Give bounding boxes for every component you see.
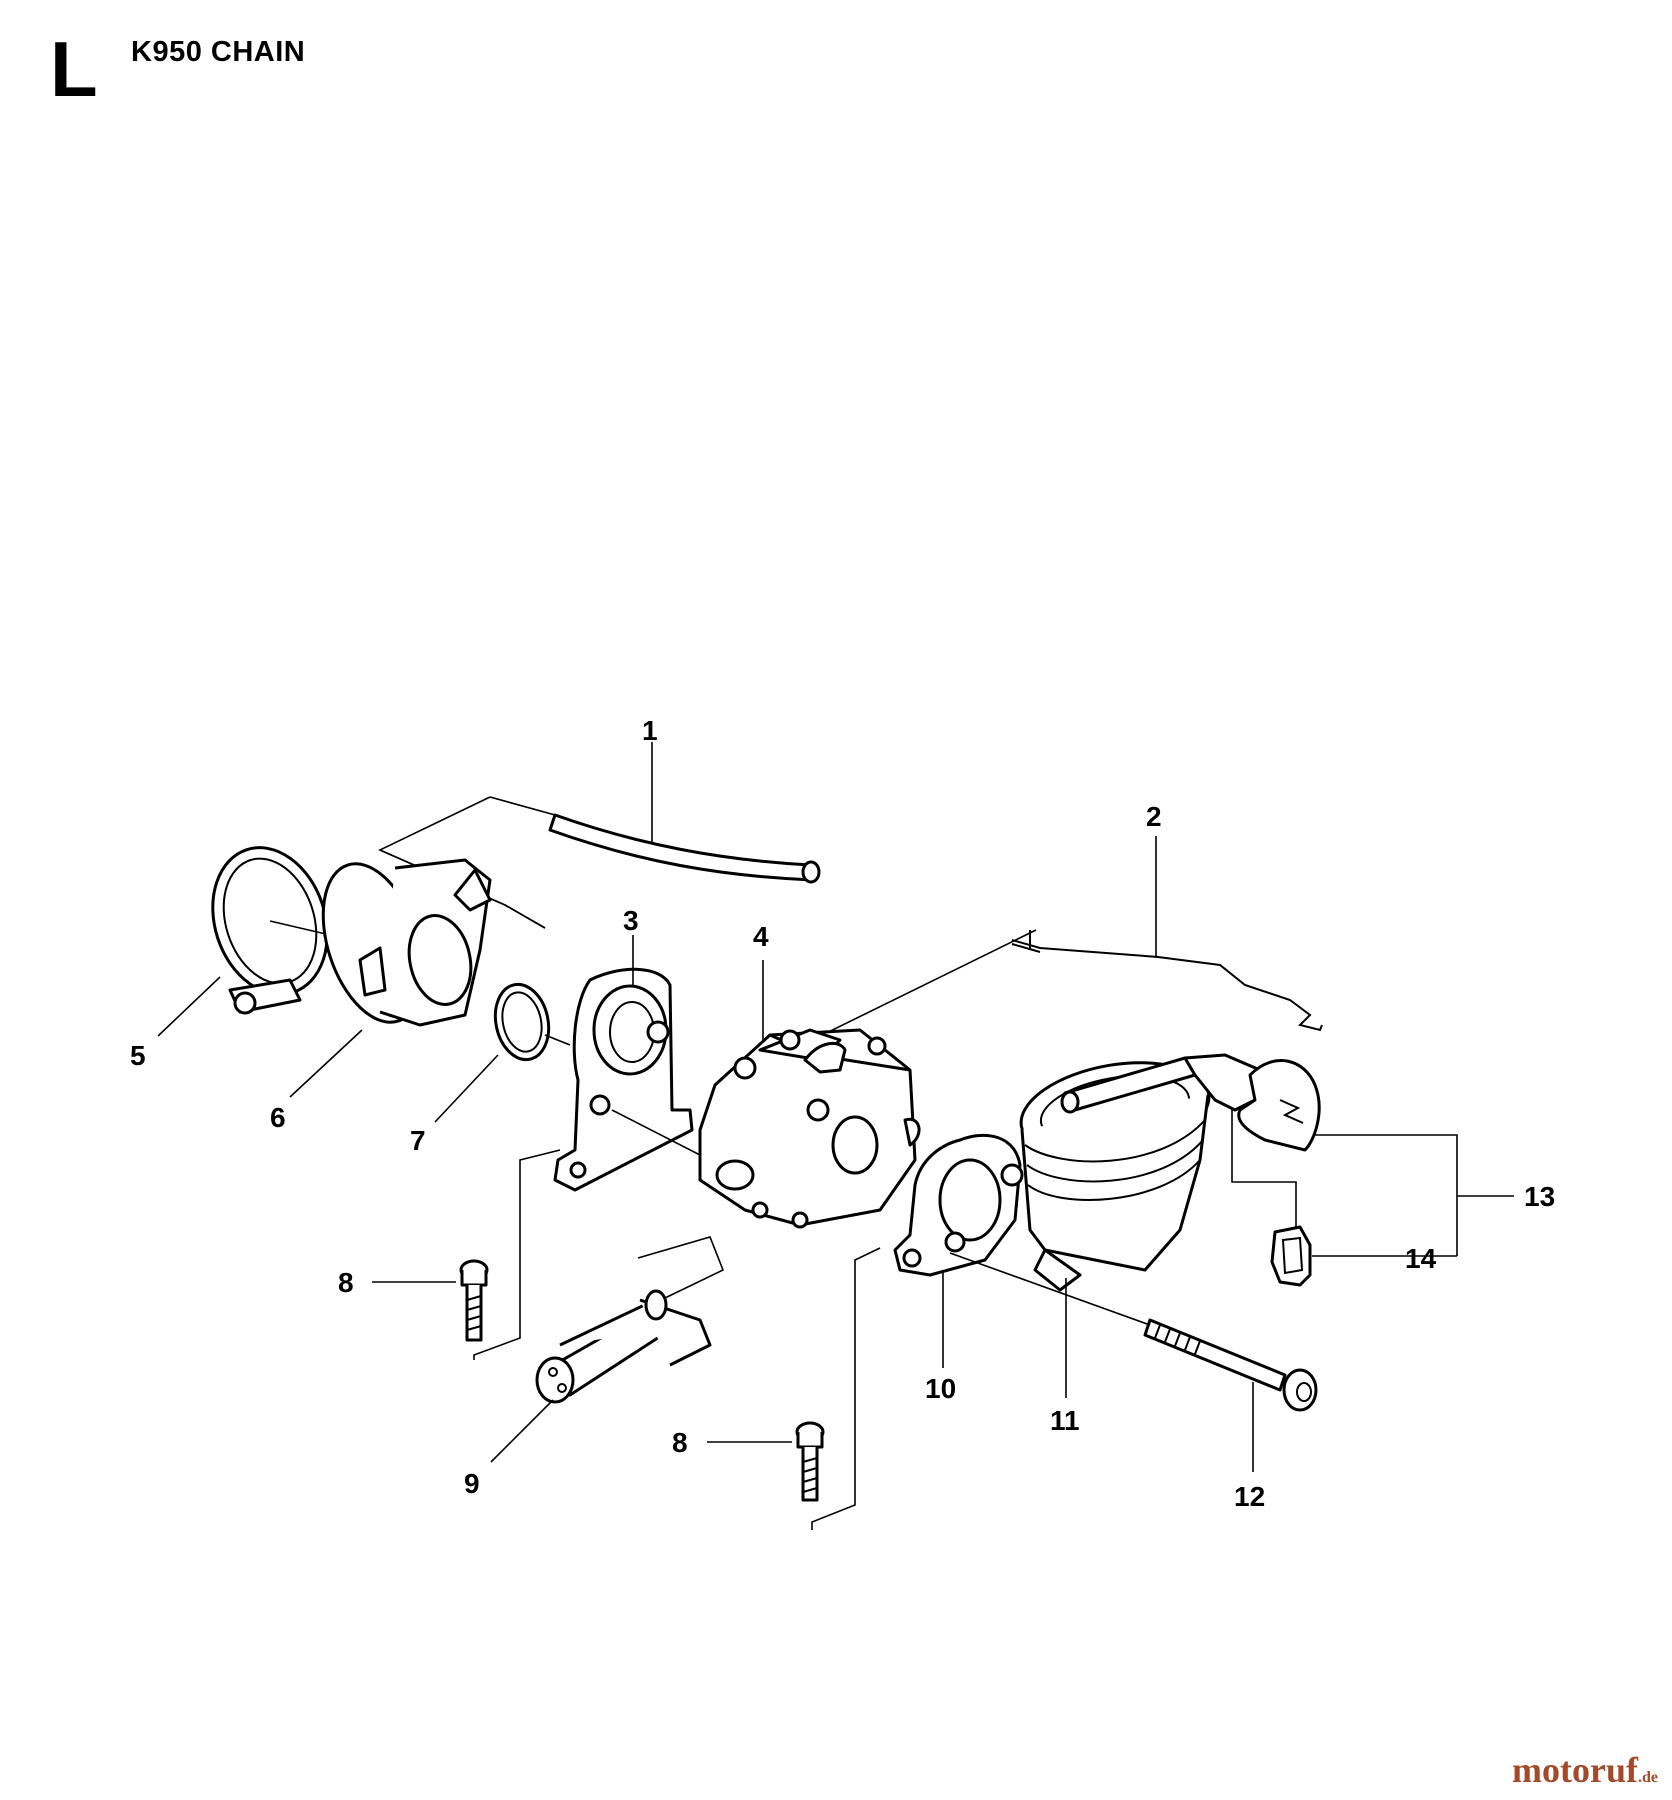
part-throttle-rod (1011, 930, 1323, 1032)
callout-11: 11 (1050, 1405, 1080, 1436)
callout-13: 13 (1524, 1181, 1555, 1212)
callout-2: 2 (1146, 801, 1162, 832)
watermark-logo: motoruf.de (1512, 1750, 1658, 1790)
part-choke-clip (1270, 1225, 1312, 1287)
part-intake-boot (321, 858, 492, 1027)
section-letter: L (50, 25, 98, 113)
part-intake-bracket (553, 967, 694, 1192)
part-intake-flange (893, 1133, 1024, 1277)
part-screw-upper (459, 1259, 489, 1342)
callout-8-lower: 8 (672, 1427, 688, 1458)
callout-14: 14 (1405, 1243, 1437, 1274)
part-air-intake (1019, 1061, 1211, 1292)
part-long-bolt (1143, 1318, 1318, 1412)
callout-7: 7 (410, 1125, 426, 1156)
callout-8-upper: 8 (338, 1267, 354, 1298)
callout-1: 1 (642, 715, 658, 746)
part-fuel-hose (548, 813, 821, 884)
callout-10: 10 (925, 1373, 956, 1404)
callout-5: 5 (130, 1040, 146, 1071)
part-gasket-ring (493, 982, 551, 1062)
part-impulse-hose (535, 1289, 712, 1404)
part-carburetor (698, 1028, 921, 1229)
part-choke-control (1060, 1053, 1321, 1152)
callout-4: 4 (753, 921, 769, 952)
page-title: K950 CHAIN (131, 36, 306, 68)
callout-3: 3 (623, 905, 639, 936)
part-screw-lower (795, 1421, 825, 1502)
callout-6: 6 (270, 1102, 286, 1133)
callout-12: 12 (1234, 1481, 1265, 1512)
callout-9: 9 (464, 1468, 480, 1499)
